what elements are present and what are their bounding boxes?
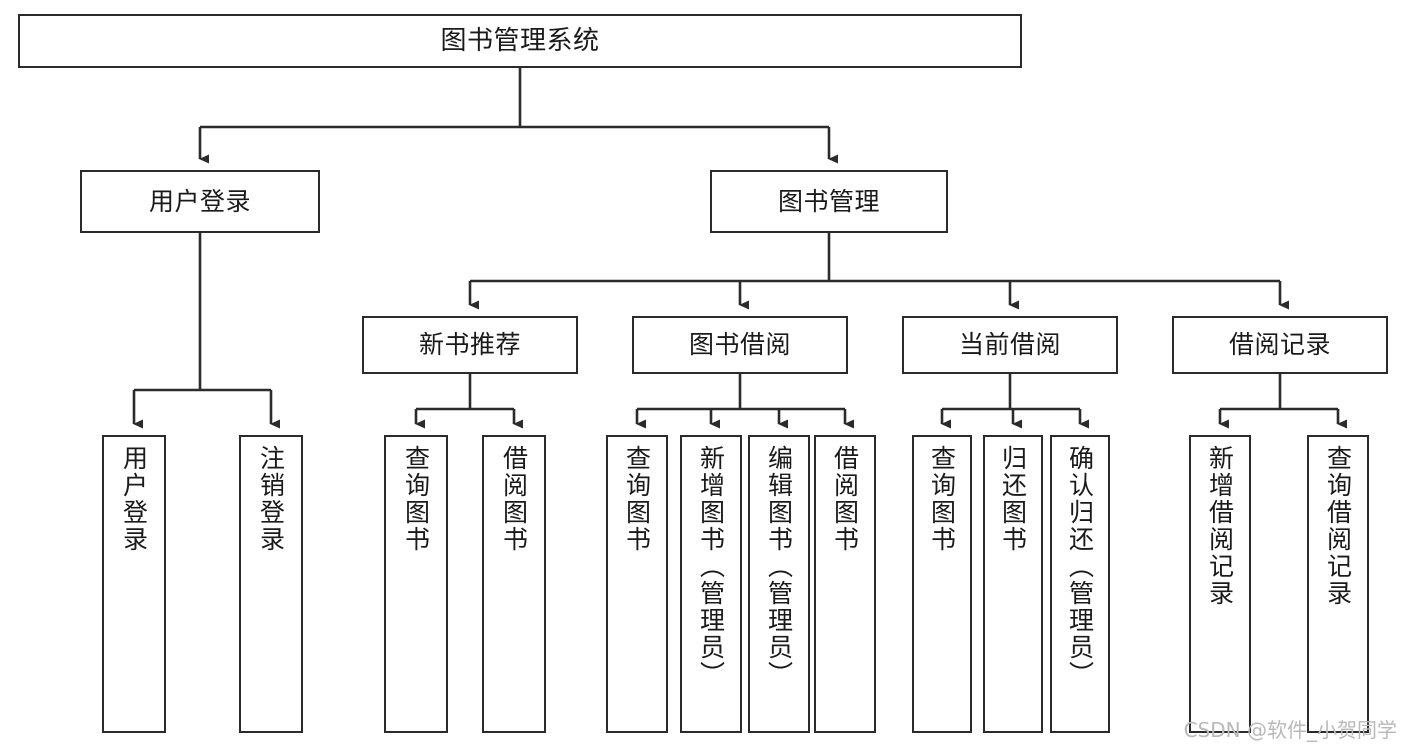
node-leaf-cur-1[interactable]: 查询图书	[912, 435, 972, 733]
node-label: 图书管理系统	[440, 25, 600, 56]
node-login[interactable]: 用户登录	[80, 170, 320, 233]
node-leaf-borrow-2[interactable]: 新增图书（管理员）	[680, 435, 742, 733]
node-label: 借阅记录	[1228, 330, 1331, 360]
node-label: 新书推荐	[418, 330, 521, 360]
node-label: 借阅图书	[830, 445, 860, 553]
node-label: 查询借阅记录	[1323, 445, 1353, 607]
node-leaf-rec-1[interactable]: 新增借阅记录	[1189, 435, 1251, 733]
node-label: 查询图书	[401, 445, 431, 553]
node-leaf-new-2[interactable]: 借阅图书	[482, 435, 546, 733]
node-label: 图书借阅	[688, 330, 791, 360]
node-root[interactable]: 图书管理系统	[18, 14, 1022, 68]
node-records[interactable]: 借阅记录	[1172, 316, 1388, 374]
node-label: 新增借阅记录	[1205, 445, 1235, 607]
node-leaf-login-1[interactable]: 用户登录	[102, 435, 166, 733]
node-label: 借阅图书	[499, 445, 529, 553]
node-leaf-borrow-3[interactable]: 编辑图书（管理员）	[748, 435, 810, 733]
node-label: 用户登录	[148, 186, 251, 216]
node-label: 注销登录	[256, 445, 286, 553]
node-leaf-cur-2[interactable]: 归还图书	[983, 435, 1043, 733]
node-newbook[interactable]: 新书推荐	[362, 316, 578, 374]
node-label: 查询图书	[622, 445, 652, 553]
node-bookmgmt[interactable]: 图书管理	[710, 170, 948, 233]
node-leaf-rec-2[interactable]: 查询借阅记录	[1307, 435, 1369, 733]
node-label: 新增图书（管理员）	[696, 445, 726, 688]
node-current[interactable]: 当前借阅	[902, 316, 1118, 374]
node-label: 编辑图书（管理员）	[764, 445, 794, 688]
node-leaf-new-1[interactable]: 查询图书	[384, 435, 448, 733]
node-leaf-login-2[interactable]: 注销登录	[239, 435, 303, 733]
node-leaf-borrow-1[interactable]: 查询图书	[606, 435, 668, 733]
node-label: 图书管理	[777, 186, 880, 216]
node-leaf-cur-3[interactable]: 确认归还（管理员）	[1050, 435, 1110, 733]
node-leaf-borrow-4[interactable]: 借阅图书	[814, 435, 876, 733]
node-label: 用户登录	[119, 445, 149, 553]
node-label: 查询图书	[927, 445, 957, 553]
node-label: 当前借阅	[958, 330, 1061, 360]
node-label: 归还图书	[998, 445, 1028, 553]
node-label: 确认归还（管理员）	[1065, 445, 1095, 688]
node-borrow[interactable]: 图书借阅	[632, 316, 848, 374]
